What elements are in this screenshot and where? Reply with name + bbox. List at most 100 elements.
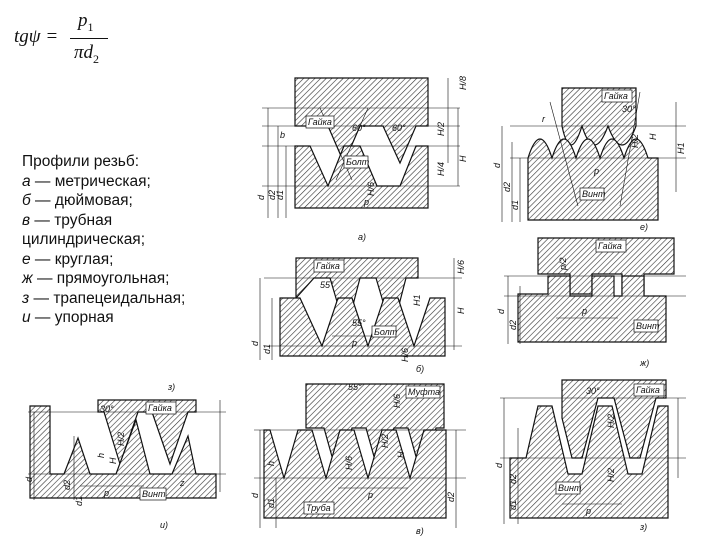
label-nut: Гайка bbox=[636, 385, 660, 395]
formula-lhs: tgψ = bbox=[14, 26, 59, 47]
dim-label: d2 bbox=[267, 190, 277, 200]
dim-label: p/2 bbox=[558, 257, 568, 271]
dim-label: d2 bbox=[502, 182, 512, 192]
dim-label: h bbox=[96, 453, 106, 458]
dim-label: d1 bbox=[74, 496, 84, 506]
label-nut: Гайка bbox=[604, 91, 628, 101]
dim-label: d1 bbox=[510, 200, 520, 210]
label-nut: Гайка bbox=[148, 403, 172, 413]
caption-item: а — метрическая; bbox=[22, 172, 151, 190]
dim-label: p bbox=[581, 306, 587, 316]
dim-label: d1 bbox=[508, 500, 518, 510]
label-angle: 55° bbox=[348, 382, 362, 392]
dim-label: p bbox=[367, 490, 373, 500]
dim-label: d bbox=[494, 462, 504, 468]
dim-label: H/6 bbox=[400, 348, 410, 362]
dim-label: h bbox=[266, 461, 276, 466]
figure-caption: а) bbox=[358, 232, 366, 242]
label-angle: 55° bbox=[320, 280, 334, 290]
label-angle: 30° bbox=[100, 404, 114, 414]
formula-denominator: πd2 bbox=[74, 42, 100, 66]
label-angle: 55° bbox=[352, 318, 366, 328]
dim-label: d bbox=[496, 308, 506, 314]
figure-caption: в) bbox=[416, 526, 424, 536]
dim-label: H/6 bbox=[344, 456, 354, 470]
figure-round-thread: Гайка Винт 30° H/2 H H1 d d2 d1 r p е) bbox=[492, 87, 686, 232]
dim-label: d bbox=[250, 340, 260, 346]
figure-pipe-thread: Муфта Труба 55° H/6 H/2 h H H/6 d d1 d2 … bbox=[250, 382, 466, 536]
label-bolt: Болт bbox=[374, 327, 398, 337]
dim-label: H/2 bbox=[116, 432, 126, 446]
formula-fraction-bar bbox=[70, 38, 108, 40]
caption-item: и — упорная bbox=[22, 309, 114, 326]
caption-item: б — дюймовая; bbox=[22, 192, 133, 209]
label-bolt: Винт bbox=[558, 483, 582, 493]
label-bolt: Винт bbox=[636, 321, 660, 331]
dim-label: b bbox=[280, 130, 285, 140]
formula-numerator: p1 bbox=[78, 10, 94, 34]
dim-label: p bbox=[351, 338, 357, 348]
dim-label: H/2 bbox=[606, 414, 616, 428]
dim-label: d2 bbox=[446, 492, 456, 502]
dim-label: H1 bbox=[412, 294, 422, 306]
label-bolt: Винт bbox=[582, 189, 606, 199]
label-nut: Муфта bbox=[408, 387, 440, 397]
figure-trapezoidal-thread: Гайка Винт 30° H/2 H/2 d d2 d1 p з) bbox=[494, 379, 686, 532]
caption-title: Профили резьб: bbox=[22, 153, 140, 170]
dim-label: H/2 bbox=[380, 434, 390, 448]
dim-label: p bbox=[103, 488, 109, 498]
caption-item: в — трубная bbox=[22, 211, 113, 229]
figure-caption: и) bbox=[160, 520, 168, 530]
label-angle: 60° bbox=[352, 123, 366, 133]
caption-item: з — трапецеидальная; bbox=[22, 289, 186, 307]
label-bolt: Труба bbox=[306, 503, 331, 513]
dim-label: d bbox=[250, 492, 260, 498]
figure-caption: е) bbox=[640, 222, 648, 232]
dim-label: d bbox=[256, 194, 266, 200]
label-angle: 30° bbox=[586, 386, 600, 396]
dim-label: H bbox=[456, 307, 466, 314]
caption-item: е — круглая; bbox=[22, 250, 114, 268]
dim-label: H/4 bbox=[436, 162, 446, 176]
dim-label: d2 bbox=[508, 320, 518, 330]
figure-caption: б) bbox=[416, 364, 424, 374]
dim-label: d1 bbox=[275, 190, 285, 200]
dim-label: H bbox=[396, 451, 406, 458]
label-angle: 30° bbox=[622, 104, 636, 114]
dim-label: H bbox=[458, 155, 468, 162]
dim-label: d2 bbox=[62, 480, 72, 490]
dim-label: H/2 bbox=[606, 468, 616, 482]
figure-caption: з) bbox=[167, 382, 175, 392]
dim-label: d1 bbox=[266, 498, 276, 508]
dim-label: p bbox=[585, 506, 591, 516]
figure-square-thread: Гайка Винт p/2 d d2 p ж) bbox=[496, 237, 686, 368]
dim-label: H/6 bbox=[366, 182, 376, 196]
lead-angle-formula: tgψ = p1 πd2 bbox=[14, 8, 114, 68]
label-nut: Гайка bbox=[308, 117, 332, 127]
figure-inch-thread: Гайка Болт 55° 55° H/6 H1 H H/6 d d1 p б… bbox=[250, 257, 466, 374]
label-bolt: Винт bbox=[142, 489, 166, 499]
caption-item: ж — прямоугольная; bbox=[22, 270, 170, 287]
figure-buttress-thread: з) Гайка Винт 30° H/2 h H z d d2 d1 p и) bbox=[24, 382, 226, 530]
figure-metric-thread: Гайка Болт 60° 60° H/8 H/2 H H/4 H/6 b d… bbox=[256, 76, 468, 242]
dim-label: H bbox=[108, 457, 118, 464]
dim-label: p bbox=[363, 197, 369, 207]
dim-label: d bbox=[24, 476, 34, 482]
caption-item: цилиндрическая; bbox=[22, 231, 146, 248]
dim-label: d bbox=[492, 162, 502, 168]
dim-label: H/8 bbox=[458, 76, 468, 90]
label-nut: Гайка bbox=[316, 261, 340, 271]
dim-label: d2 bbox=[508, 474, 518, 484]
thread-profiles-caption: Профили резьб: а — метрическая; б — дюйм… bbox=[22, 152, 242, 328]
figure-caption: ж) bbox=[639, 358, 649, 368]
dim-label: d1 bbox=[262, 344, 272, 354]
dim-label: H/6 bbox=[392, 394, 402, 408]
dim-label: H/2 bbox=[436, 122, 446, 136]
figure-caption: з) bbox=[639, 522, 647, 532]
dim-label: H/6 bbox=[456, 260, 466, 274]
dim-label: H/2 bbox=[630, 134, 640, 148]
dim-label: p bbox=[593, 166, 599, 176]
dim-label: H1 bbox=[676, 142, 686, 154]
label-nut: Гайка bbox=[598, 241, 622, 251]
dim-label: z bbox=[179, 478, 185, 488]
